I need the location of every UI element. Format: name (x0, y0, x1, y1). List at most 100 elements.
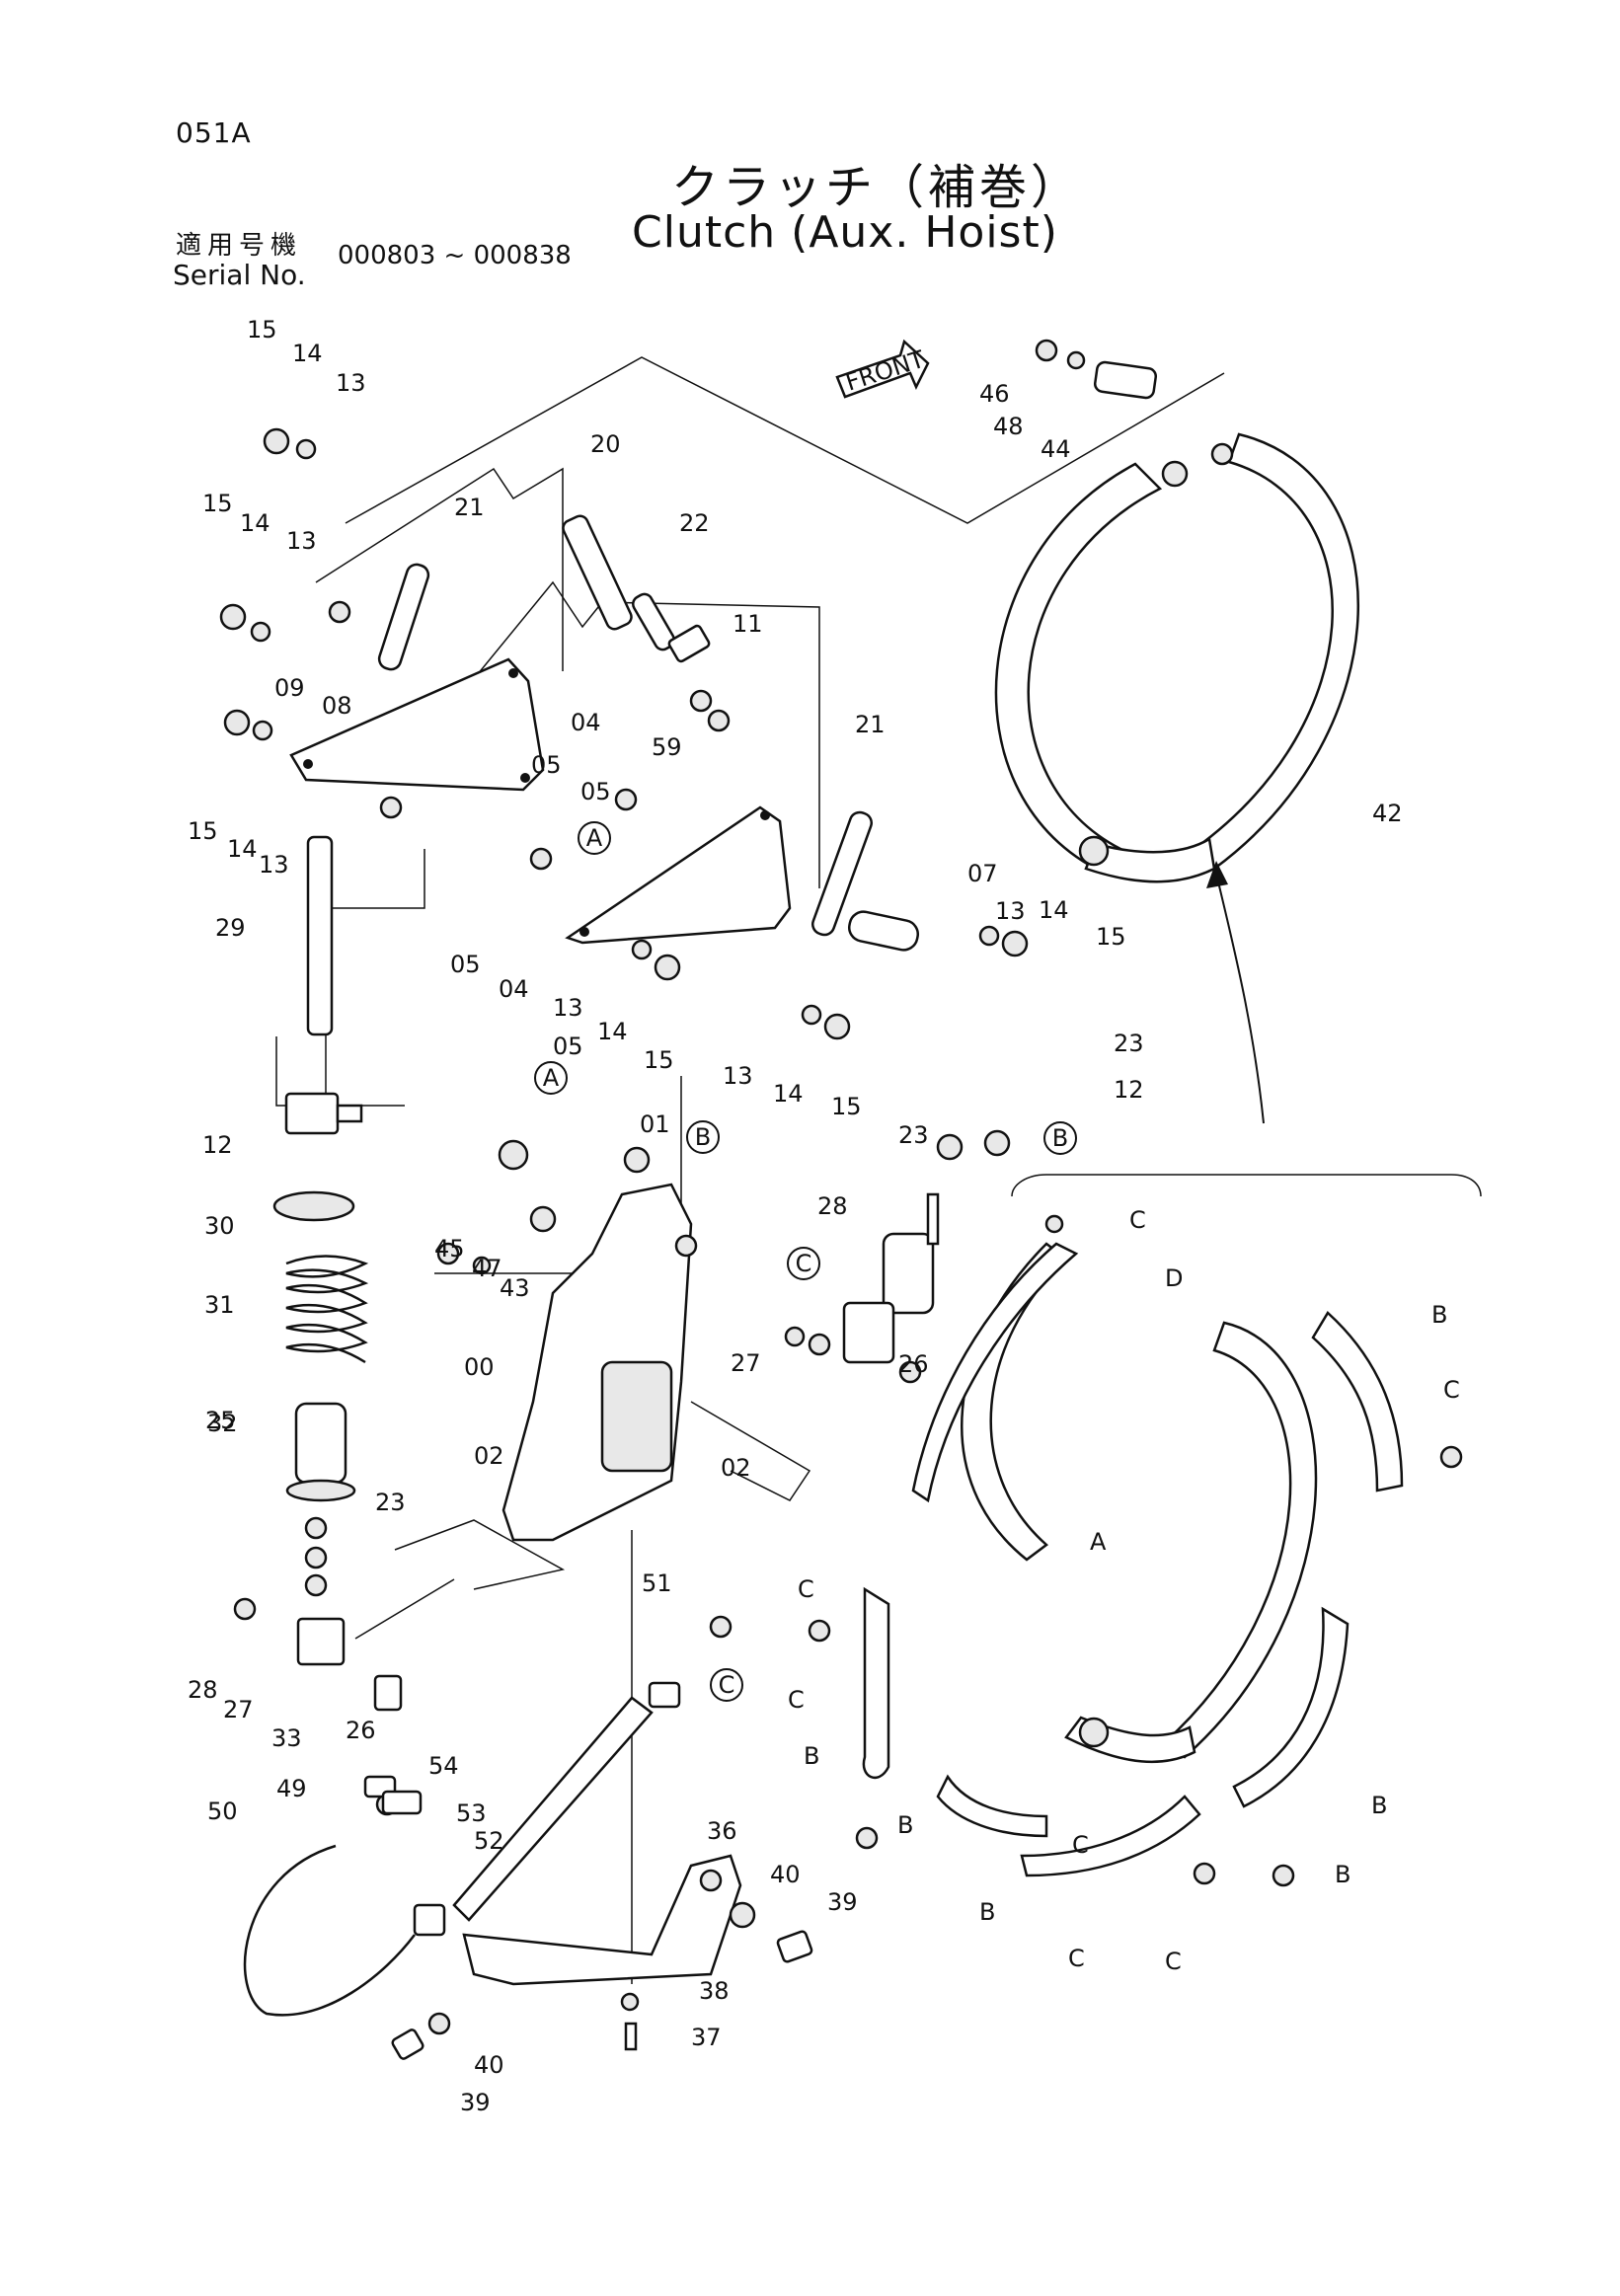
part-label: 26 (898, 1350, 929, 1378)
assembly-arrow (1206, 861, 1265, 1124)
part-label: 14 (597, 1018, 628, 1045)
part-label: 28 (188, 1676, 218, 1704)
part-label: C (798, 1575, 814, 1603)
part-label: 20 (590, 430, 621, 458)
part-label: D (1165, 1264, 1183, 1292)
part-label: 14 (227, 835, 258, 863)
part-label: B (897, 1811, 913, 1839)
part-label: 47 (472, 1255, 502, 1282)
callout-letter: A (586, 824, 603, 852)
serial-label: Serial No. (173, 259, 306, 291)
part-label: B (1431, 1301, 1447, 1329)
part-label: 45 (434, 1235, 465, 1263)
part-label: 13 (723, 1062, 753, 1090)
part-label: 04 (571, 709, 601, 736)
part-label: 13 (995, 897, 1026, 925)
part-label: 36 (707, 1817, 737, 1845)
part-label: 14 (240, 509, 270, 537)
part-label: 53 (456, 1799, 487, 1827)
left-column-parts (233, 835, 403, 1712)
part-label: 48 (993, 413, 1024, 440)
part-label: 09 (274, 674, 305, 702)
part-label: 05 (553, 1033, 583, 1060)
part-label: 29 (215, 914, 246, 942)
part-label: 15 (188, 817, 218, 845)
part-label: A (1090, 1528, 1107, 1556)
page-title: Clutch (Aux. Hoist) (632, 207, 1058, 258)
callout-circle: A (534, 1061, 568, 1095)
part-label: 05 (580, 778, 611, 805)
part-label: 23 (375, 1489, 406, 1516)
part-label: 23 (898, 1121, 929, 1149)
part-label: B (804, 1742, 819, 1770)
part-label: 02 (721, 1454, 751, 1482)
part-label: 05 (450, 951, 481, 978)
part-label: 54 (428, 1752, 459, 1780)
part-label: C (1072, 1831, 1089, 1859)
part-label: 39 (827, 1888, 858, 1916)
part-label: 13 (336, 369, 366, 397)
serial-range: 000803 ~ 000838 (338, 241, 572, 270)
part-label: 42 (1372, 800, 1403, 827)
page-title-japanese: クラッチ（補巻） (671, 160, 1083, 215)
part-label: 32 (207, 1410, 238, 1437)
connection-callouts: A B A B C C (534, 821, 1077, 1702)
part-label: C (788, 1686, 805, 1714)
part-label: 43 (500, 1274, 530, 1302)
part-label: B (1335, 1861, 1350, 1888)
assembly-guide-lines (275, 356, 1225, 1984)
part-label: B (1371, 1792, 1387, 1819)
part-label: 22 (679, 509, 710, 537)
hardware-nuts-pins (219, 339, 1463, 1887)
part-label: 13 (286, 527, 317, 555)
part-label: 40 (474, 2051, 504, 2079)
part-label: 39 (460, 2089, 491, 2116)
part-label: 26 (346, 1717, 376, 1744)
part-label: 52 (474, 1827, 504, 1855)
part-label: 12 (202, 1131, 233, 1159)
part-label: 15 (644, 1046, 674, 1074)
part-number-labels: 1514131514130908151413212022110405590505… (188, 316, 1460, 2116)
callout-circle: B (686, 1120, 720, 1154)
callout-letter: C (719, 1671, 735, 1699)
part-label: 15 (247, 316, 277, 344)
callout-circle: A (578, 821, 611, 855)
part-label: 25 (205, 1407, 236, 1434)
part-label: 13 (259, 851, 289, 879)
part-label: C (1068, 1945, 1085, 1972)
part-label: 46 (979, 380, 1010, 408)
part-label: 04 (499, 975, 529, 1003)
callout-circle: B (1043, 1121, 1077, 1155)
part-label: 08 (322, 692, 352, 720)
part-label: 12 (1114, 1076, 1144, 1104)
part-label: C (1443, 1376, 1460, 1404)
part-label: 27 (731, 1349, 761, 1377)
part-label: 21 (855, 711, 886, 738)
part-label: 13 (553, 994, 583, 1022)
part-label: 11 (733, 610, 763, 638)
part-label: 30 (204, 1212, 235, 1240)
serial-label-japanese: 適用号機 (176, 231, 303, 261)
part-label: 50 (207, 1798, 238, 1825)
part-label: C (1165, 1948, 1182, 1975)
part-label: 01 (640, 1110, 670, 1138)
part-label: 37 (691, 2024, 722, 2051)
part-label: 14 (292, 340, 323, 367)
callout-letter: B (695, 1123, 711, 1151)
front-marker-text: FRONT (842, 345, 928, 397)
part-label: 21 (454, 494, 485, 521)
part-label: 00 (464, 1353, 495, 1381)
part-label: 05 (531, 751, 562, 779)
part-label: B (979, 1898, 995, 1926)
part-label: 38 (699, 1977, 730, 2005)
part-label: 15 (202, 490, 233, 517)
hose-and-bracket-parts (243, 1615, 813, 2060)
part-label: 02 (474, 1442, 504, 1470)
part-label: 28 (817, 1192, 848, 1220)
brake-band-assembly (994, 432, 1359, 883)
front-direction-marker: FRONT (835, 339, 930, 399)
callout-circle: C (710, 1668, 743, 1702)
part-label: 31 (204, 1291, 235, 1319)
part-label: 49 (276, 1775, 307, 1802)
